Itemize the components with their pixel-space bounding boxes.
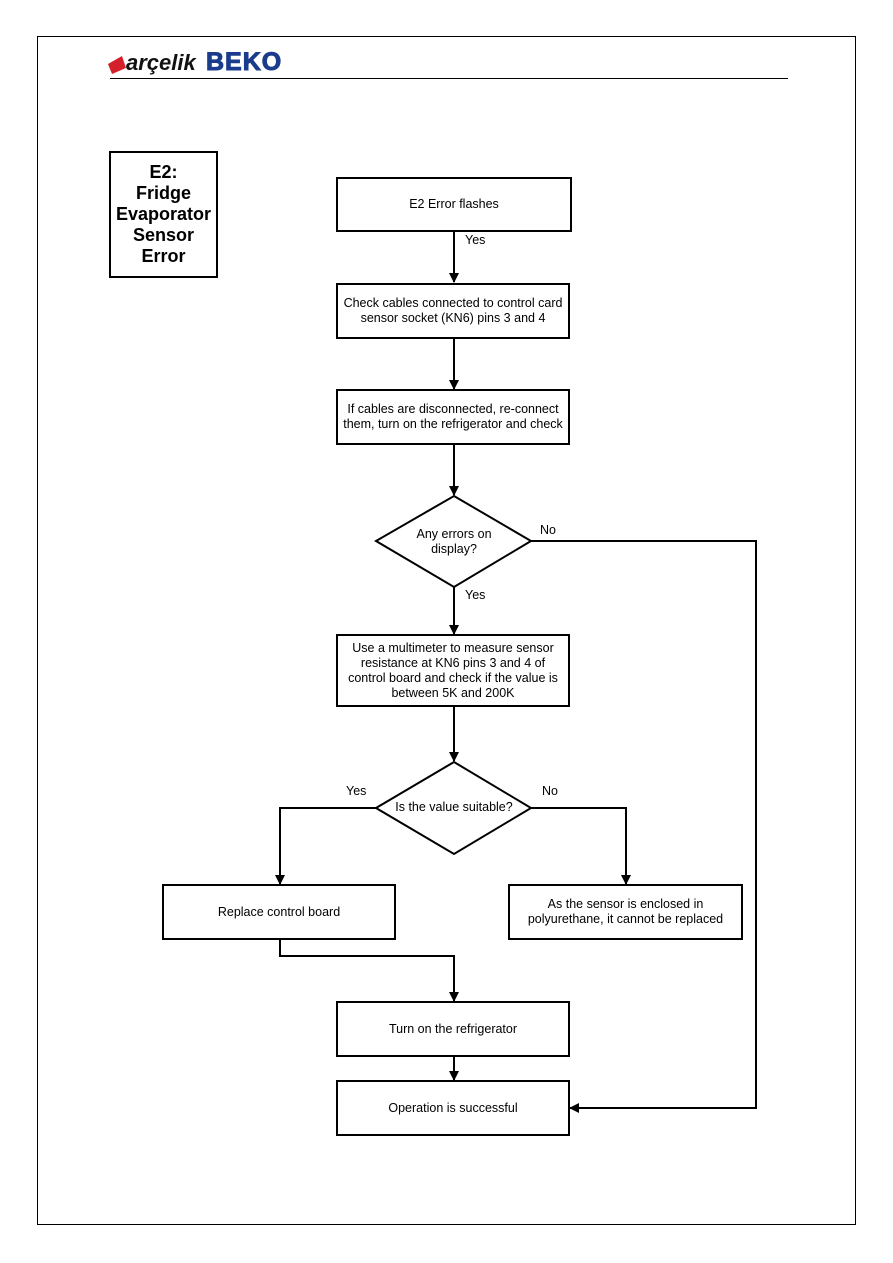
page-border: [37, 36, 856, 1225]
decision-value-label: Is the value suitable?: [395, 800, 513, 814]
node-reconnect: If cables are disconnected, re-connect t…: [336, 389, 570, 445]
edge-label-yes: Yes: [465, 588, 486, 602]
title-line: E2:: [149, 162, 178, 182]
edge-errors-no: [530, 540, 757, 1113]
title-line: Error: [141, 246, 186, 266]
node-replace-board: Replace control board: [162, 884, 396, 940]
edge-value-yes: [275, 807, 376, 885]
edge-label-no: No: [542, 784, 558, 798]
edge-value-no: [530, 807, 631, 885]
beko-wordmark: BEKO: [205, 48, 283, 77]
edge-replace-to-turnon: [279, 939, 459, 1002]
arcelik-wordmark: arçelik: [126, 50, 196, 75]
title-line: Sensor: [132, 225, 195, 245]
title-line: Evaporator: [115, 204, 212, 224]
edge-label-no: No: [540, 523, 556, 537]
error-title-box: E2: Fridge Evaporator Sensor Error: [109, 151, 218, 278]
header-rule: [110, 78, 788, 79]
edge-label-yes: Yes: [346, 784, 367, 798]
node-measure: Use a multimeter to measure sensor resis…: [336, 634, 570, 707]
node-not-replaceable: As the sensor is enclosed in polyurethan…: [508, 884, 743, 940]
decision-errors-label: Any errors on display?: [416, 527, 492, 556]
edge-label-yes: Yes: [465, 233, 486, 247]
node-success: Operation is successful: [336, 1080, 570, 1136]
arcelik-flag-icon: [108, 56, 126, 74]
node-turn-on: Turn on the refrigerator: [336, 1001, 570, 1057]
title-line: Fridge: [135, 183, 191, 203]
decision-errors-shape: [374, 494, 533, 589]
decision-value-shape: [374, 760, 533, 856]
node-start: E2 Error flashes: [336, 177, 572, 232]
node-check-cables: Check cables connected to control card s…: [336, 283, 570, 339]
